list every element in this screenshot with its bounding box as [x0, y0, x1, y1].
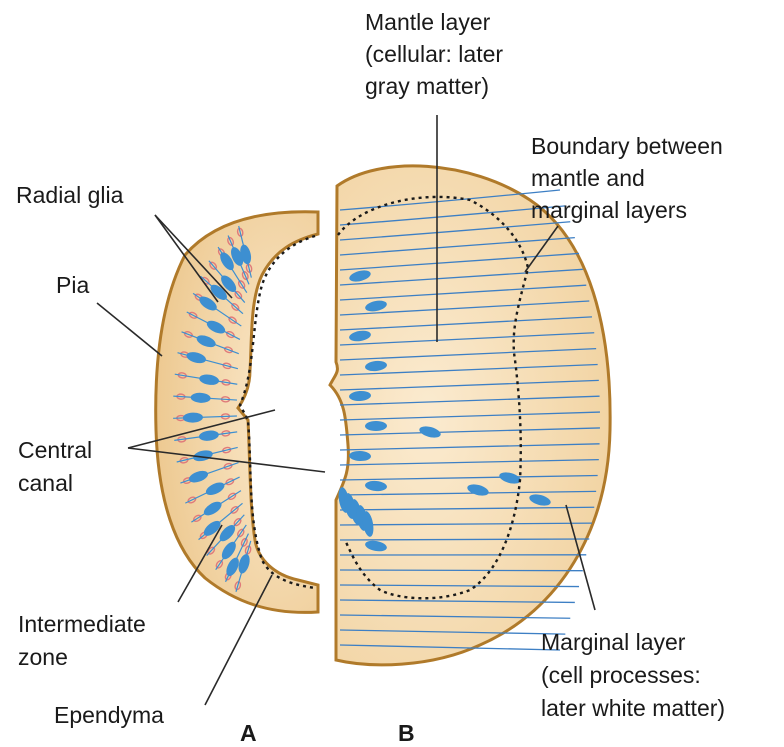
label-marginal-layer: Marginal layer (cell processes: later wh… — [541, 629, 725, 721]
panel-b-tissue — [330, 166, 610, 665]
panel-label-b: B — [398, 720, 415, 746]
label-intermediate-zone: Intermediate zone — [18, 611, 152, 670]
panel-b-section — [330, 166, 610, 665]
label-ependyma: Ependyma — [54, 702, 164, 728]
panel-a-tissue — [156, 212, 318, 613]
panel-label-a: A — [240, 720, 257, 746]
label-central-canal: Central canal — [18, 437, 99, 496]
leader-pia — [97, 303, 162, 356]
label-pia: Pia — [56, 272, 89, 298]
panel-a-section — [156, 212, 318, 613]
radial-fiber — [340, 570, 583, 571]
label-radial-glia: Radial glia — [16, 182, 124, 208]
label-mantle-layer: Mantle layer (cellular: later gray matte… — [365, 9, 509, 99]
label-boundary: Boundary between mantle and marginal lay… — [531, 133, 729, 223]
